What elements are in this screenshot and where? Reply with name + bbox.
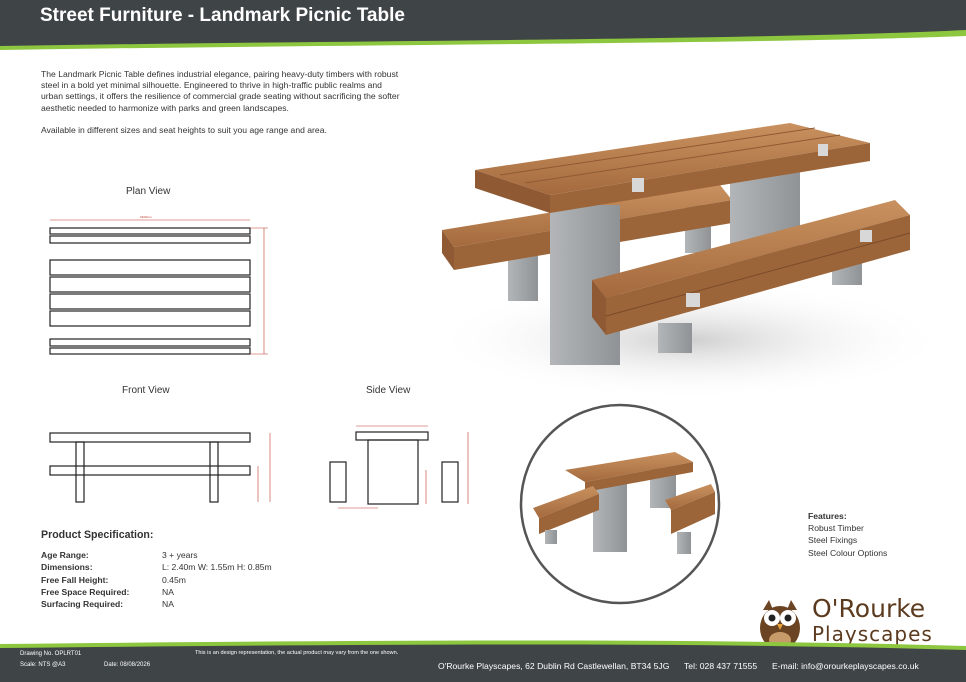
feature-item: Steel Colour Options xyxy=(808,547,888,558)
spec-heading: Product Specification: xyxy=(41,529,154,541)
spec-value: 3 + years xyxy=(162,550,198,560)
disclaimer: This is an design representation, the ac… xyxy=(195,650,399,656)
spec-value: 0.45m xyxy=(162,574,186,585)
spec-table: Age Range: 3 + years Dimensions: L: 2.40m … xyxy=(41,549,272,610)
spec-label: Surfacing Required: xyxy=(41,599,124,610)
logo-text: Playscapes xyxy=(812,622,933,646)
spec-row: Free Space Required: NA xyxy=(41,586,272,598)
front-view-drawing xyxy=(49,432,271,503)
drawing-date: Date: 08/08/2026 xyxy=(104,662,151,668)
plan-view-label: Plan View xyxy=(126,186,171,197)
spec-label: Dimensions: xyxy=(41,562,93,573)
product-render-circle xyxy=(519,403,721,605)
spec-label: Free Fall Height: xyxy=(41,574,109,585)
company-email: E-mail: info@orourkeplayscapes.co.uk xyxy=(772,661,919,671)
plan-view-drawing: 2400mm xyxy=(49,215,268,355)
product-render xyxy=(430,123,940,395)
spec-row: Age Range: 3 + years xyxy=(41,549,272,561)
intro-text: The Landmark Picnic Table defines indust… xyxy=(41,69,401,147)
company-address: O'Rourke Playscapes, 62 Dublin Rd Castle… xyxy=(438,661,670,671)
svg-text:2400mm: 2400mm xyxy=(140,215,152,219)
side-view-label: Side View xyxy=(366,385,411,396)
feature-item: Steel Fixings xyxy=(808,535,858,546)
drawing-number: Drawing No. OPLRT01 xyxy=(20,651,82,657)
spec-value: NA xyxy=(162,586,174,597)
features-heading: Features: xyxy=(808,511,847,521)
spec-row: Dimensions: L: 2.40m W: 1.55m H: 0.85m xyxy=(41,561,272,573)
feature-item: Robust Timber xyxy=(808,523,864,534)
spec-value: L: 2.40m W: 1.55m H: 0.85m xyxy=(162,562,272,573)
spec-row: Free Fall Height: 0.45m xyxy=(41,574,272,586)
logo-text: O'Rourke xyxy=(812,594,926,623)
spec-label: Age Range: xyxy=(41,550,89,560)
front-view-label: Front View xyxy=(122,385,170,396)
footer-banner xyxy=(0,640,966,682)
side-view-drawing xyxy=(329,425,469,509)
page-title: Street Furniture - Landmark Picnic Table xyxy=(40,5,405,26)
features-list: Features: Robust Timber Steel Fixings St… xyxy=(808,510,887,559)
header-banner xyxy=(0,0,966,50)
drawing-scale: Scale: NTS @A3 xyxy=(20,662,66,668)
spec-row: Surfacing Required: NA xyxy=(41,598,272,610)
intro-availability: Available in different sizes and seat he… xyxy=(41,124,327,135)
spec-label: Free Space Required: xyxy=(41,586,130,597)
company-phone: Tel: 028 437 71555 xyxy=(684,661,758,671)
intro-paragraph: The Landmark Picnic Table defines indust… xyxy=(41,69,400,113)
spec-value: NA xyxy=(162,599,174,610)
